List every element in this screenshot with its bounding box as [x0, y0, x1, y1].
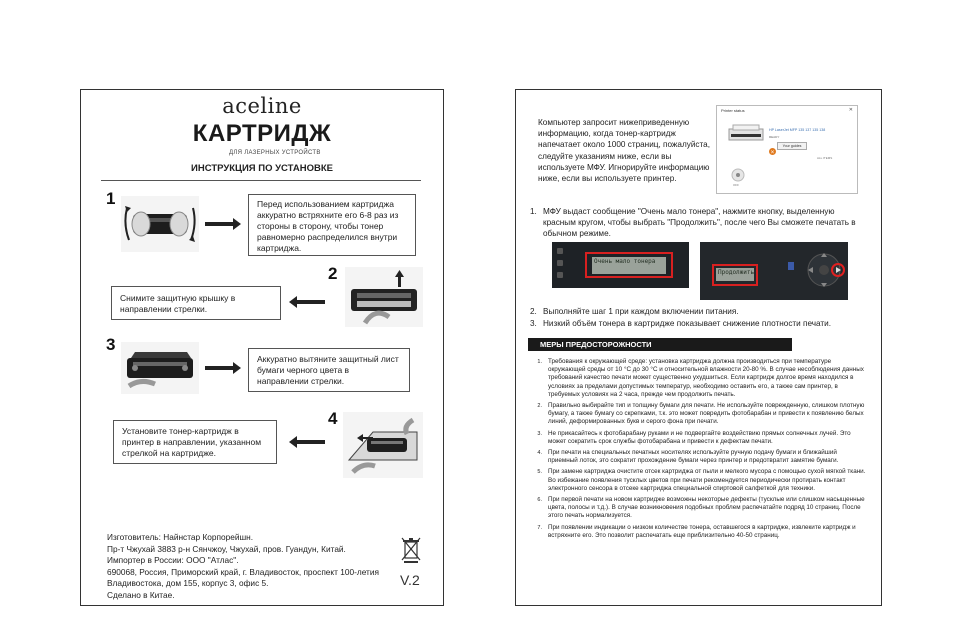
step-text: Низкий объём тонера в картридже показыва… [543, 319, 831, 328]
step-text: МФУ выдаст сообщение "Очень мало тонера"… [543, 207, 856, 238]
svg-text:×: × [770, 150, 774, 156]
item-number: 1. [537, 359, 542, 365]
printer-status-window: Printer status ✕ HP LaserJet MFP 135 137… [716, 105, 858, 194]
item-number: 3. [537, 430, 542, 437]
step-number: 3. [530, 319, 537, 328]
list-item: 2. Правильно выбирайте тип и толщину бума… [530, 402, 866, 427]
list-item: 3. Не прикасайтесь к фотобарабану руками … [530, 430, 866, 446]
page-title: КАРТРИДЖ [192, 120, 332, 147]
control-panel-photo-2: Продолжить [700, 242, 848, 300]
mfp-step-1: 1. МФУ выдаст сообщение "Очень мало тоне… [530, 206, 860, 239]
arrow-right-icon [205, 218, 241, 230]
right-page: Компьютер запросит нижеприведенную инфор… [515, 89, 882, 606]
lcd-message: Очень мало тонера [594, 258, 656, 265]
step-text: Выполняйте шаг 1 при каждом включении пи… [543, 307, 739, 316]
list-item: 4. При печати на специальных печатных нос… [530, 449, 866, 465]
step-4-instruction: Установите тонер-картридж в принтер в на… [113, 420, 277, 464]
highlight-box [585, 252, 673, 278]
step-number: 1 [106, 189, 116, 208]
mfp-step-2: 2. Выполняйте шаг 1 при каждом включении… [530, 306, 860, 317]
close-icon[interactable]: ✕ [848, 107, 853, 113]
step-2-instruction: Снимите защитную крышку в направлении ст… [111, 286, 281, 320]
step-1-instruction: Перед использованием картриджа аккуратно… [248, 194, 416, 256]
manufacturer-line: Сделано в Китае. [107, 589, 175, 600]
guides-button[interactable]: Your guides [777, 142, 807, 150]
printer-icon [727, 124, 765, 142]
item-number: 4. [537, 450, 542, 457]
warning-icon: × [769, 142, 776, 160]
step-number: 2 [328, 264, 338, 283]
printer-state: READY [769, 135, 780, 139]
item-number: 6. [537, 497, 542, 504]
navigation-wheel [806, 248, 846, 300]
control-panel-photo-1: Очень мало тонера [552, 242, 689, 288]
list-item: 7. При появлении индикации о низком колич… [530, 524, 866, 540]
precautions-list: 1. Требования к окружающей среде: установ… [530, 358, 866, 543]
item-text: Требования к окружающей среде: установка… [548, 358, 864, 398]
step-number: 1. [530, 207, 537, 216]
arrow-left-icon [289, 296, 325, 308]
installation-heading: ИНСТРУКЦИЯ ПО УСТАНОВКЕ [191, 163, 333, 174]
step-number: 2. [530, 307, 537, 316]
intro-text: Компьютер запросит нижеприведенную инфор… [538, 118, 710, 184]
lcd-message: Продолжить [718, 269, 755, 276]
version-label: V.2 [400, 572, 420, 588]
page-subtitle: ДЛЯ ЛАЗЕРНЫХ УСТРОЙСТВ [229, 150, 321, 156]
crossed-bin-icon [401, 536, 421, 569]
precautions-heading: МЕРЫ ПРЕДОСТОРОЖНОСТИ [528, 338, 792, 351]
left-page: aceline КАРТРИДЖ ДЛЯ ЛАЗЕРНЫХ УСТРОЙСТВ … [80, 89, 444, 606]
insert-cartridge-illustration [343, 412, 423, 478]
arrow-left-icon [289, 436, 325, 448]
list-item: 1. Требования к окружающей среде: установ… [530, 358, 866, 399]
manufacturer-line: Владивостока, дом 155, корпус 3, офис 5. [107, 578, 269, 589]
manufacturer-info: Изготовитель: Найнстар Корпорейшн. Пр-т … [107, 532, 407, 602]
items-label: ALL ITEMS [817, 156, 833, 160]
item-text: При печати на специальных печатных носит… [548, 449, 839, 465]
arrow-right-icon [205, 362, 241, 374]
step-number: 4 [328, 409, 338, 428]
panel-button [557, 272, 563, 278]
item-text: Правильно выбирайте тип и толщину бумаги… [548, 402, 865, 426]
pull-sheet-illustration [121, 342, 199, 394]
manufacturer-line: 690068, Россия, Приморский край, г. Влад… [107, 566, 379, 577]
printer-model: HP LaserJet MFP 135 137 135 138 [769, 128, 826, 132]
highlight-box [712, 264, 758, 286]
manufacturer-line: Пр-т Чжухай 3883 р-н Сянчжоу, Чжухай, пр… [107, 543, 346, 554]
item-text: При замене картриджа очистите отсек карт… [548, 468, 866, 492]
brand-logo: aceline [222, 94, 302, 118]
manufacturer-line: Импортер в России: ООО "Атлас". [107, 555, 239, 566]
item-text: Не прикасайтесь к фотобарабану руками и … [548, 429, 851, 445]
mfp-step-3: 3. Низкий объём тонера в картридже показ… [530, 318, 870, 329]
divider [101, 180, 421, 181]
list-item: 5. При замене картриджа очистите отсек ка… [530, 468, 866, 493]
panel-indicator [788, 262, 794, 270]
item-text: При появлении индикации о низком количес… [548, 523, 856, 539]
window-title: Printer status [721, 108, 745, 113]
item-number: 2. [537, 403, 542, 410]
cartridge-shake-illustration [121, 196, 199, 252]
manufacturer-line: Изготовитель: Найнстар Корпорейшн. [107, 532, 254, 542]
power-label: OFF [733, 183, 739, 187]
lcd-display: Очень мало тонера [592, 257, 666, 274]
item-text: При первой печати на новом картридже воз… [548, 496, 865, 520]
remove-cover-illustration [345, 267, 423, 327]
list-item: 6. При первой печати на новом картридже в… [530, 496, 866, 521]
lcd-display: Продолжить [716, 268, 754, 281]
item-number: 5. [537, 469, 542, 476]
panel-button [557, 248, 563, 254]
step-number: 3 [106, 335, 116, 354]
step-3-instruction: Аккуратно вытяните защитный лист бумаги … [248, 348, 410, 392]
item-number: 7. [537, 524, 542, 531]
panel-button [557, 260, 563, 266]
power-button-icon[interactable] [731, 168, 745, 187]
